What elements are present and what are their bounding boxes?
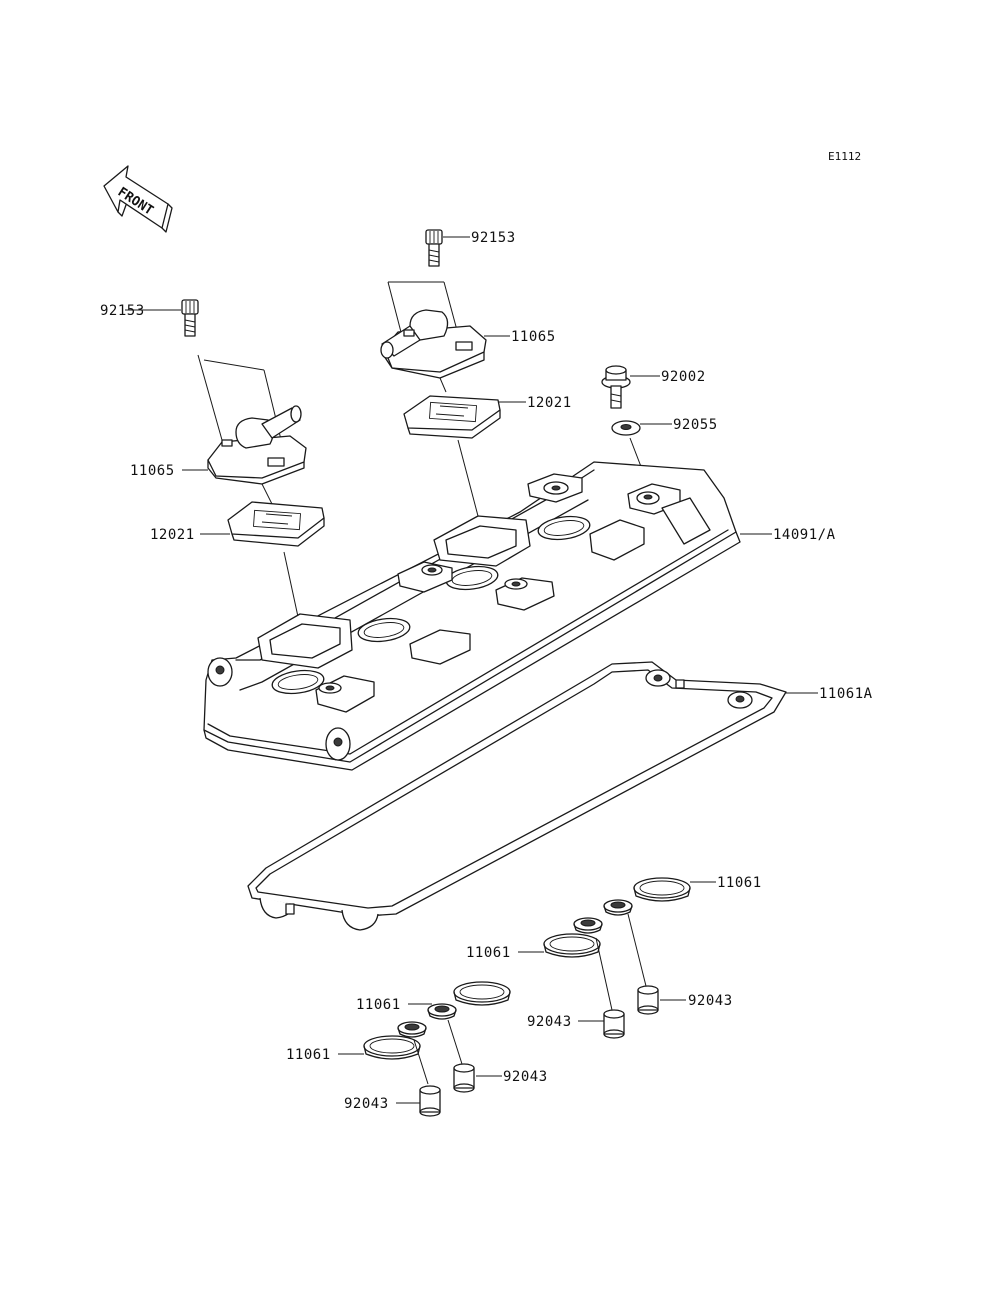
- label-cover-gasket: 11061A: [819, 686, 873, 702]
- cap-left: [207, 405, 307, 485]
- label-ring-r-top: 11061: [717, 875, 762, 891]
- bolt-left: [181, 299, 199, 337]
- label-dowel-l-low: 92043: [344, 1096, 389, 1112]
- plate-left: [227, 501, 325, 547]
- bolt-right: [601, 365, 631, 409]
- ring-l-small-lower: [397, 1021, 427, 1038]
- washer-right: [611, 420, 641, 436]
- ring-l-large-upper: [453, 981, 511, 1006]
- head-cover: [203, 461, 741, 771]
- label-ring-r-mid: 11061: [466, 945, 511, 961]
- dowel-r-right: [637, 985, 659, 1015]
- label-cap-center: 11065: [511, 329, 556, 345]
- front-arrow-icon: FRONT: [103, 165, 173, 233]
- cap-center: [380, 309, 487, 379]
- label-ring-l-low: 11061: [286, 1047, 331, 1063]
- dowel-l-mid: [453, 1063, 475, 1093]
- dowel-r-mid: [603, 1009, 625, 1039]
- cover-gasket: [247, 661, 787, 931]
- label-cap-left: 11065: [130, 463, 175, 479]
- plate-center: [403, 395, 501, 439]
- label-bolt-center: 92153: [471, 230, 516, 246]
- diagram-code: E1112: [828, 150, 861, 163]
- ring-r-small-upper: [603, 899, 633, 916]
- dowel-l-low: [419, 1085, 441, 1117]
- ring-l-small-upper: [427, 1003, 457, 1020]
- label-bolt-left: 92153: [100, 303, 145, 319]
- label-bolt-right: 92002: [661, 369, 706, 385]
- ring-l-low: [363, 1035, 421, 1060]
- ring-r-top: [633, 877, 691, 902]
- label-plate-left: 12021: [150, 527, 195, 543]
- label-washer-right: 92055: [673, 417, 718, 433]
- label-dowel-r-right: 92043: [688, 993, 733, 1009]
- label-ring-l-mid: 11061: [356, 997, 401, 1013]
- ring-r-small-lower: [573, 917, 603, 934]
- ring-r-mid: [543, 933, 601, 958]
- label-dowel-r-mid: 92043: [527, 1014, 572, 1030]
- label-dowel-l-mid: 92043: [503, 1069, 548, 1085]
- label-head-cover: 14091/A: [773, 527, 836, 543]
- label-plate-center: 12021: [527, 395, 572, 411]
- bolt-center: [425, 229, 443, 267]
